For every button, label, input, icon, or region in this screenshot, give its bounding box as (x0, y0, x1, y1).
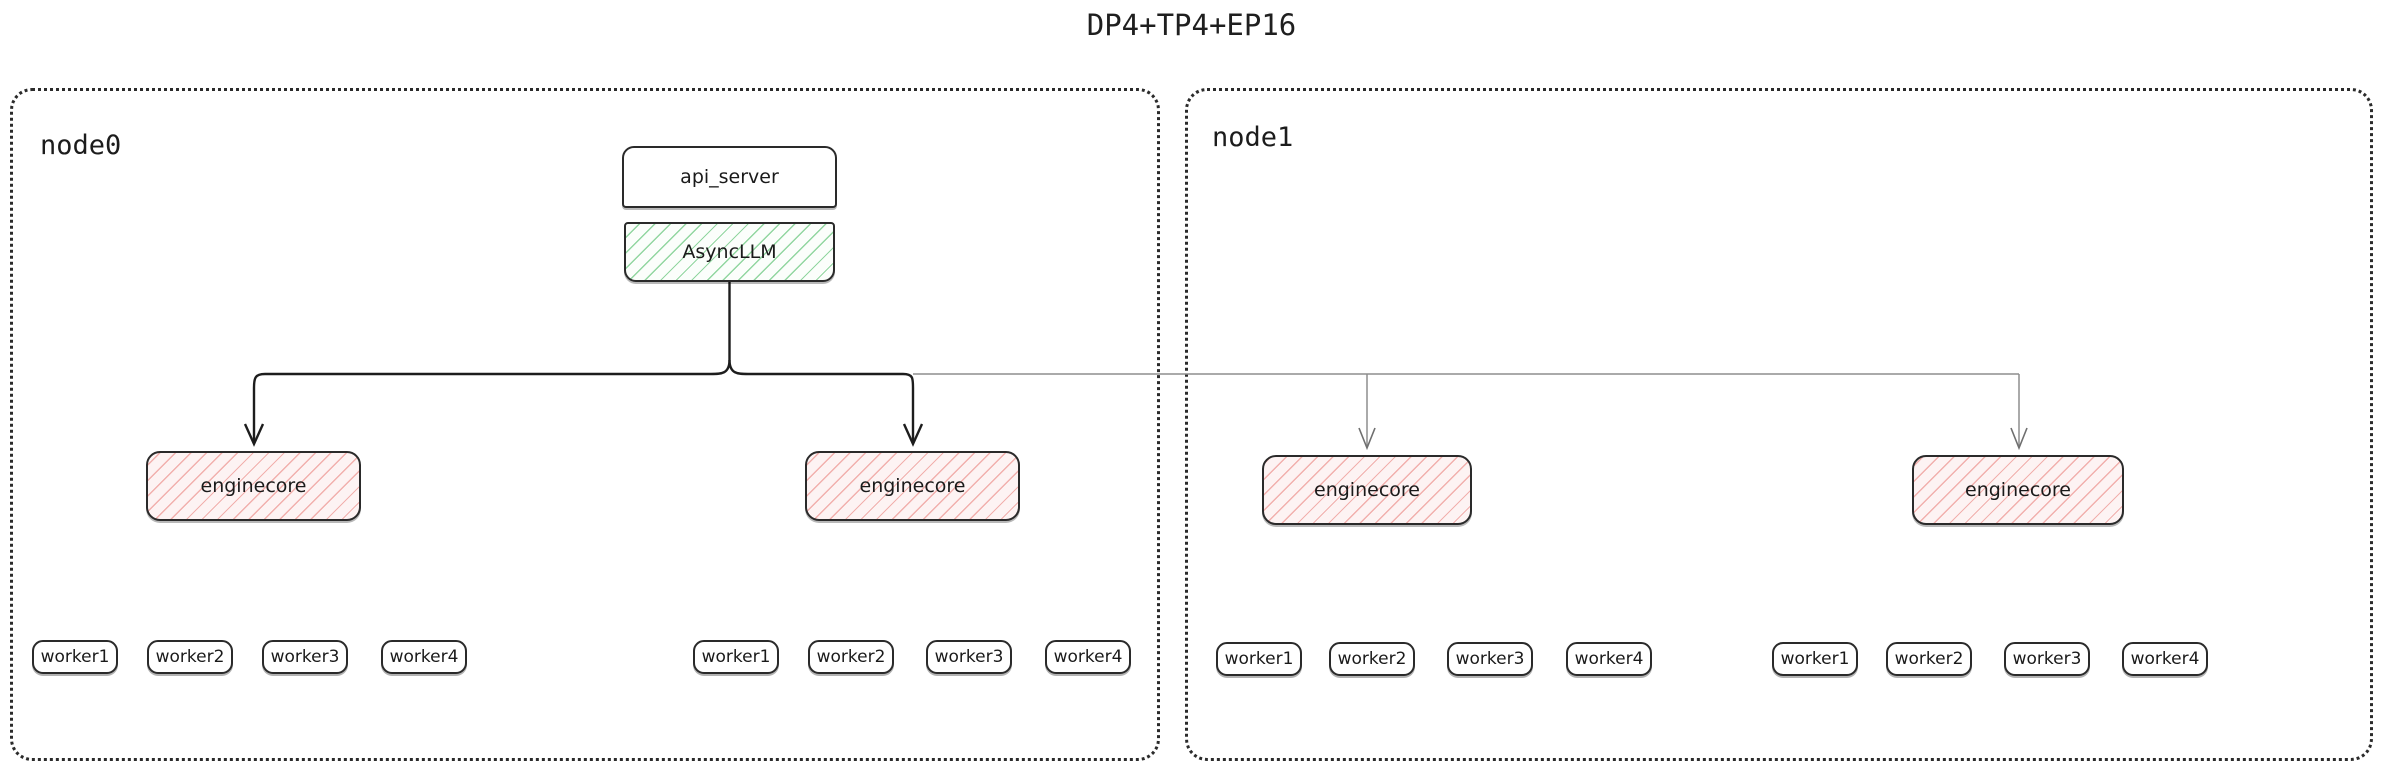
api-server-box[interactable]: api_server (622, 146, 837, 208)
worker-label: worker4 (2130, 649, 2200, 669)
enginecore-box[interactable]: enginecore (1912, 455, 2124, 525)
worker-box[interactable]: worker1 (693, 640, 779, 674)
api-server-label: api_server (680, 166, 779, 188)
worker-label: worker2 (1894, 649, 1964, 669)
worker-box[interactable]: worker4 (1045, 640, 1131, 674)
worker-box[interactable]: worker4 (381, 640, 467, 674)
worker-box[interactable]: worker3 (2004, 642, 2090, 676)
worker-label: worker3 (934, 647, 1004, 667)
worker-box[interactable]: worker1 (1216, 642, 1302, 676)
asyncllm-box[interactable]: AsyncLLM (624, 222, 835, 282)
worker-label: worker1 (40, 647, 110, 667)
worker-label: worker2 (816, 647, 886, 667)
enginecore-box[interactable]: enginecore (1262, 455, 1472, 525)
worker-label: worker3 (270, 647, 340, 667)
page-title: DP4+TP4+EP16 (1086, 8, 1297, 42)
node-container-node1 (1185, 88, 2373, 761)
worker-label: worker3 (1455, 649, 1525, 669)
worker-label: worker2 (1337, 649, 1407, 669)
worker-box[interactable]: worker2 (808, 640, 894, 674)
worker-box[interactable]: worker3 (262, 640, 348, 674)
worker-label: worker3 (2012, 649, 2082, 669)
worker-label: worker1 (1224, 649, 1294, 669)
worker-box[interactable]: worker1 (1772, 642, 1858, 676)
node-container-node0 (10, 88, 1160, 761)
enginecore-box[interactable]: enginecore (146, 451, 361, 521)
enginecore-box[interactable]: enginecore (805, 451, 1020, 521)
worker-box[interactable]: worker3 (926, 640, 1012, 674)
node-label-node1: node1 (1212, 122, 1294, 153)
worker-box[interactable]: worker4 (2122, 642, 2208, 676)
node-label-node0: node0 (40, 130, 122, 161)
asyncllm-label: AsyncLLM (682, 241, 777, 263)
enginecore-label: enginecore (1314, 479, 1420, 501)
worker-box[interactable]: worker1 (32, 640, 118, 674)
worker-label: worker4 (389, 647, 459, 667)
worker-label: worker1 (701, 647, 771, 667)
worker-box[interactable]: worker3 (1447, 642, 1533, 676)
enginecore-label: enginecore (1965, 479, 2071, 501)
enginecore-label: enginecore (859, 475, 966, 497)
worker-label: worker4 (1574, 649, 1644, 669)
enginecore-label: enginecore (200, 475, 307, 497)
worker-box[interactable]: worker2 (1886, 642, 1972, 676)
worker-label: worker4 (1053, 647, 1123, 667)
worker-label: worker2 (155, 647, 225, 667)
worker-box[interactable]: worker2 (147, 640, 233, 674)
worker-box[interactable]: worker4 (1566, 642, 1652, 676)
worker-box[interactable]: worker2 (1329, 642, 1415, 676)
worker-label: worker1 (1780, 649, 1850, 669)
